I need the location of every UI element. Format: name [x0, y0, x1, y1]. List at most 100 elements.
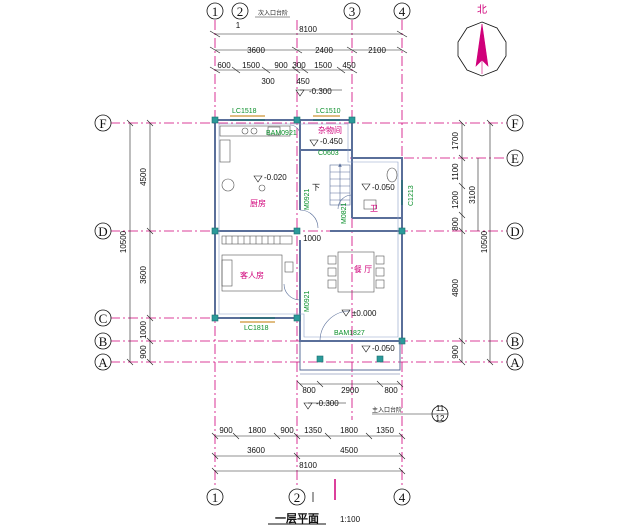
left-dim-total: 10500 — [119, 230, 128, 253]
right-dim-group: 3100 — [468, 186, 477, 204]
left-dimension-lines — [126, 119, 154, 366]
bottom-entrance-note: 主入口台阶 — [372, 406, 402, 414]
column-C2 — [293, 314, 301, 322]
tag-m0921-guest: M0921 — [304, 290, 311, 312]
axis-bubbles-right — [506, 114, 524, 371]
chair-icon — [375, 267, 385, 277]
dining-furniture — [327, 251, 385, 293]
axis-bubble-B-left — [94, 332, 112, 350]
door-swing-m0821 — [337, 194, 353, 210]
axis-label-F-right: F — [511, 116, 518, 131]
axis-bubbles-bottom — [206, 488, 411, 506]
axis-bubble-D-right — [506, 222, 524, 240]
bottom-dim-row1-1: 800 — [302, 386, 316, 395]
door-swing-guest — [283, 283, 301, 301]
wardrobe-icon — [221, 235, 293, 245]
elevation-porch: -0.050 — [372, 344, 395, 353]
tag-c0603: C0603 — [318, 150, 339, 157]
axis-bubble-A-left — [94, 353, 112, 371]
axis-bubble-D-left — [94, 222, 112, 240]
axis-label-A-right: A — [510, 355, 520, 370]
axis-bubble-A-right — [506, 353, 524, 371]
right-dim-total: 10500 — [480, 230, 489, 253]
bottom-dimension-lines — [211, 380, 406, 475]
elevation-kitchen: -0.020 — [264, 173, 287, 182]
detail-callout-sheet: 12 — [436, 414, 445, 423]
bottom-dim-row2-4: 1350 — [304, 426, 322, 435]
column-A3 — [376, 355, 384, 363]
kitchen-fixture-icon — [258, 184, 266, 192]
detail-callout-number: 11 — [436, 404, 445, 413]
axis-label-2-top: 2 — [237, 4, 244, 19]
kitchen-fixtures — [219, 125, 291, 192]
bottom-dim-row2-6: 1350 — [376, 426, 394, 435]
nightstand-icon — [284, 261, 294, 273]
right-dim-1: 1700 — [451, 132, 460, 150]
right-dimension-lines — [458, 119, 494, 366]
bottom-dim-row3-1: 3600 — [247, 446, 265, 455]
north-arrow-icon — [457, 21, 507, 77]
axis-bubbles-left — [94, 114, 112, 371]
column-gridlines — [214, 20, 403, 485]
bottom-dim-row2-1: 900 — [219, 426, 233, 435]
left-dim-4: 900 — [139, 345, 148, 359]
top-dim-row2-2: 1500 — [242, 61, 260, 70]
chair-icon — [327, 279, 337, 289]
column-D4 — [398, 227, 406, 235]
stove-burner-icon — [241, 127, 249, 135]
front-porch — [299, 340, 401, 375]
room-label-wc: 卫 — [370, 204, 378, 213]
chair-icon — [375, 279, 385, 289]
structural-columns — [211, 116, 406, 363]
wc-fixtures — [363, 167, 398, 210]
axis-label-A-left: A — [98, 355, 108, 370]
stair-down-label: 下 — [312, 183, 320, 192]
axis-bubble-1-bottom — [206, 488, 224, 506]
bottom-dim-total: 8100 — [299, 461, 317, 470]
tag-lc1510: LC1510 — [316, 108, 341, 115]
bottom-dim-row2-2: 1800 — [248, 426, 266, 435]
top-dimension-lines — [209, 30, 408, 74]
kitchen-counter — [219, 125, 291, 137]
room-label-guest: 客人房 — [240, 270, 264, 280]
chair-icon — [327, 255, 337, 265]
north-label: 北 — [477, 4, 487, 16]
doors — [283, 124, 353, 342]
axis-label-1-top: 1 — [212, 4, 219, 19]
bottom-elevation: -0.300 — [316, 399, 339, 408]
top-dim-row2-4: 300 — [292, 61, 306, 70]
axis-label-1-bottom: 1 — [212, 490, 219, 505]
room-label-kitchen: 厨房 — [250, 198, 266, 208]
tag-m0921-stair: M0921 — [304, 188, 311, 210]
elevation-dining: ±0.000 — [352, 309, 377, 318]
bottom-dim-row2-5: 1800 — [340, 426, 358, 435]
axis-bubbles-top — [206, 2, 411, 20]
axis-bubble-3-top — [343, 2, 361, 20]
axis-label-3-top: 3 — [349, 4, 356, 19]
top-dim-row2-5: 1500 — [314, 61, 332, 70]
axis-label-B-right: B — [511, 334, 520, 349]
axis-bubble-2-top — [231, 2, 249, 20]
top-dim-small-2: 450 — [296, 77, 310, 86]
drawing-scale: 1:100 — [340, 515, 361, 524]
axis-label-D-left: D — [98, 224, 107, 239]
room-label-storage: 杂物间 — [318, 125, 342, 135]
axis-bubble-C-left — [94, 309, 112, 327]
tag-m0821: M0821 — [341, 202, 348, 224]
axis-label-2-bottom: 2 — [294, 490, 301, 505]
top-dim-row2-6: 450 — [342, 61, 356, 70]
axis-bubble-F-left — [94, 114, 112, 132]
top-entrance-note: 次入口台阶 — [258, 9, 288, 17]
top-dim-row1-1: 3600 — [247, 46, 265, 55]
column-A2 — [316, 355, 324, 363]
tag-bam0921: BAM0921 — [266, 130, 297, 137]
kitchen-table-icon — [221, 178, 235, 192]
door-swing-bam1827 — [319, 310, 351, 342]
axis-label-C-left: C — [99, 311, 108, 326]
right-dim-4: 800 — [451, 217, 460, 231]
tag-lc1818: LC1818 — [244, 325, 269, 332]
windows — [230, 119, 403, 319]
toilet-icon — [386, 167, 398, 183]
stove-burner-icon — [250, 127, 258, 135]
